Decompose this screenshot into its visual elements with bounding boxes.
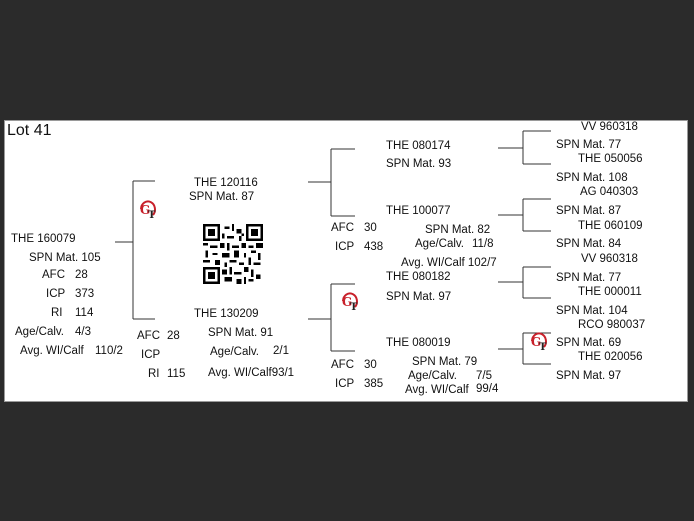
maternal-granddam-avg-wi: 99/4 bbox=[476, 383, 499, 395]
great-grandparent-4-id: THE 060109 bbox=[578, 220, 643, 232]
animal-age-calv-label: Age/Calv. bbox=[15, 326, 65, 338]
animal-avg-wi-label: Avg. WI/Calf bbox=[20, 345, 84, 357]
maternal-granddam-age-calv: 7/5 bbox=[476, 370, 492, 382]
maternal-granddam-id: THE 080019 bbox=[386, 337, 451, 349]
paternal-granddam-afc: 30 bbox=[364, 222, 377, 234]
paternal-granddam-id: THE 100077 bbox=[386, 205, 451, 217]
gt-logo-icon: G T bbox=[137, 197, 159, 221]
maternal-granddam-spn-mat: SPN Mat. 79 bbox=[412, 356, 478, 368]
great-grandparent-8-id: THE 020056 bbox=[578, 351, 643, 363]
svg-text:G: G bbox=[140, 203, 150, 217]
dam-afc: 28 bbox=[167, 330, 180, 342]
paternal-grandsire-spn-mat: SPN Mat. 93 bbox=[386, 158, 452, 170]
maternal-granddam-icp: 385 bbox=[364, 378, 384, 390]
great-grandparent-7-spn-mat: SPN Mat. 69 bbox=[556, 337, 622, 349]
maternal-grandsire-id: THE 080182 bbox=[386, 271, 451, 283]
great-grandparent-1-id: VV 960318 bbox=[581, 121, 638, 133]
sire-spn-mat: SPN Mat. 87 bbox=[189, 191, 255, 203]
dam-ri: 115 bbox=[167, 368, 186, 380]
animal-ri-label: RI bbox=[51, 307, 63, 319]
great-grandparent-6-spn-mat: SPN Mat. 104 bbox=[556, 305, 628, 317]
qr-code bbox=[203, 224, 263, 284]
animal-avg-wi: 110/2 bbox=[95, 345, 123, 357]
svg-text:G: G bbox=[342, 295, 352, 309]
lot-title: Lot 41 bbox=[7, 122, 52, 139]
svg-text:T: T bbox=[350, 302, 358, 313]
great-grandparent-5-id: VV 960318 bbox=[581, 253, 638, 265]
maternal-granddam-avg-wi-label: Avg. WI/Calf bbox=[405, 384, 469, 396]
animal-icp-label: ICP bbox=[46, 288, 66, 300]
animal-afc: 28 bbox=[75, 269, 88, 281]
animal-ri: 114 bbox=[75, 307, 94, 319]
great-grandparent-6-id: THE 000011 bbox=[578, 286, 642, 298]
animal-icp: 373 bbox=[75, 288, 95, 300]
paternal-granddam-spn-mat: SPN Mat. 82 bbox=[425, 224, 491, 236]
great-grandparent-7-id: RCO 980037 bbox=[578, 319, 646, 331]
great-grandparent-3-spn-mat: SPN Mat. 87 bbox=[556, 205, 622, 217]
dam-icp-label: ICP bbox=[141, 349, 161, 361]
svg-text:G: G bbox=[531, 335, 541, 349]
dam-spn-mat: SPN Mat. 91 bbox=[208, 327, 274, 339]
paternal-grandsire-id: THE 080174 bbox=[386, 140, 451, 152]
great-grandparent-1-spn-mat: SPN Mat. 77 bbox=[556, 139, 622, 151]
dam-afc-label: AFC bbox=[137, 330, 160, 342]
maternal-grandsire-spn-mat: SPN Mat. 97 bbox=[386, 291, 452, 303]
dam-avg-wi: Avg. WI/Calf93/1 bbox=[208, 367, 295, 379]
paternal-granddam-age-calv-label: Age/Calv. bbox=[415, 238, 465, 250]
animal-afc-label: AFC bbox=[42, 269, 65, 281]
gt-logo-icon: G T bbox=[339, 289, 361, 313]
gt-logo-icon: G T bbox=[528, 329, 550, 353]
dam-age-calv-label: Age/Calv. bbox=[210, 346, 260, 358]
great-grandparent-3-id: AG 040303 bbox=[580, 186, 639, 198]
great-grandparent-8-spn-mat: SPN Mat. 97 bbox=[556, 370, 622, 382]
great-grandparent-2-id: THE 050056 bbox=[578, 153, 643, 165]
maternal-granddam-afc: 30 bbox=[364, 359, 377, 371]
paternal-granddam-age-calv: 11/8 bbox=[472, 238, 494, 250]
pedigree-card: Lot 41 THE 160079 SPN Mat. 105 AFC 28 IC… bbox=[4, 120, 688, 402]
paternal-granddam-avg-wi: Avg. WI/Calf 102/7 bbox=[401, 257, 497, 269]
dam-id: THE 130209 bbox=[194, 308, 259, 320]
sire-id: THE 120116 bbox=[194, 177, 258, 189]
great-grandparent-4-spn-mat: SPN Mat. 84 bbox=[556, 238, 622, 250]
paternal-granddam-icp-label: ICP bbox=[335, 241, 355, 253]
svg-text:T: T bbox=[148, 210, 156, 221]
maternal-granddam-age-calv-label: Age/Calv. bbox=[408, 370, 458, 382]
paternal-granddam-icp: 438 bbox=[364, 241, 384, 253]
pedigree-lines bbox=[115, 130, 551, 365]
maternal-granddam-afc-label: AFC bbox=[331, 359, 354, 371]
great-grandparent-5-spn-mat: SPN Mat. 77 bbox=[556, 272, 622, 284]
dam-ri-label: RI bbox=[148, 368, 160, 380]
animal-spn-mat: SPN Mat. 105 bbox=[29, 252, 101, 264]
paternal-granddam-afc-label: AFC bbox=[331, 222, 354, 234]
maternal-granddam-icp-label: ICP bbox=[335, 378, 355, 390]
svg-text:T: T bbox=[539, 342, 547, 353]
dam-age-calv: 2/1 bbox=[273, 345, 289, 357]
animal-id: THE 160079 bbox=[11, 233, 76, 245]
animal-age-calv: 4/3 bbox=[75, 326, 91, 338]
great-grandparent-2-spn-mat: SPN Mat. 108 bbox=[556, 172, 628, 184]
